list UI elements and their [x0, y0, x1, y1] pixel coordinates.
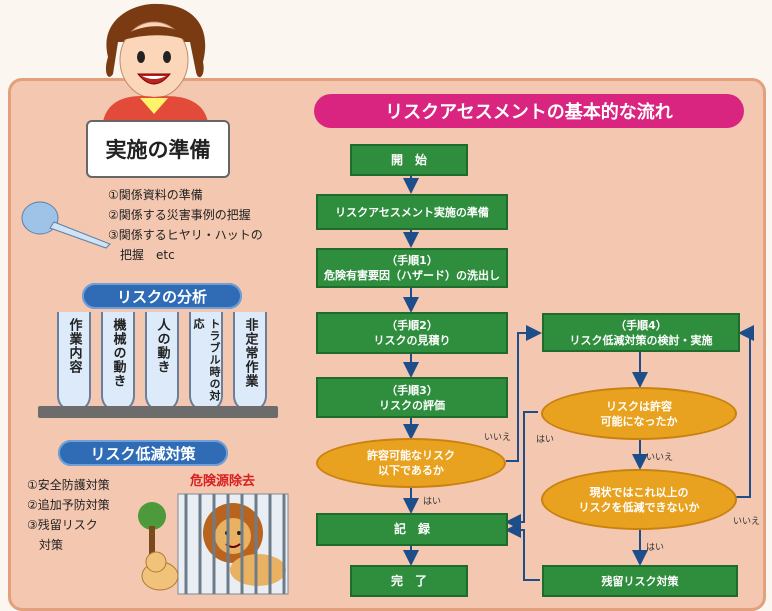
tube-label: 作業内容	[66, 318, 82, 374]
risk-analysis-heading: リスクの分析	[82, 283, 242, 309]
flow-title-text: リスクアセスメントの基本的な流れ	[385, 102, 673, 123]
flow-end-label: 完 了	[390, 573, 427, 588]
flow-preparation: リスクアセスメント実施の準備	[316, 194, 508, 230]
reduction-item: ②追加予防対策	[27, 498, 110, 512]
step3-text: リスクの評価	[379, 398, 445, 412]
label-no-decision2: いいえ	[646, 453, 674, 463]
tube-machine-motion: 機械の動き	[101, 312, 135, 412]
flow-record-label: 記 録	[393, 522, 430, 536]
flow-step1: （手順1） 危険有害要因（ハザード）の洗出し	[316, 248, 508, 288]
risk-analysis-label: リスクの分析	[116, 287, 207, 306]
reduction-item: ③残留リスク	[27, 518, 98, 532]
tube-irregular-work: 非定常作業	[233, 312, 267, 412]
reduction-list: ①安全防護対策 ②追加予防対策 ③残留リスク 対策	[27, 475, 110, 555]
decision1-line1: 許容可能なリスク	[367, 449, 455, 462]
dropper-icon	[21, 201, 111, 249]
flow-decision1: 許容可能なリスク以下であるか	[316, 438, 506, 488]
risk-reduction-label: リスク低減対策	[90, 444, 196, 463]
step1-text: 危険有害要因（ハザード）の洗出し	[324, 269, 500, 282]
prep-item: ②関係する災害事例の把握	[108, 208, 251, 222]
flow-preparation-label: リスクアセスメント実施の準備	[335, 205, 489, 219]
risk-reduction-heading: リスク低減対策	[58, 440, 228, 466]
flow-decision2: リスクは許容可能になったか	[541, 387, 737, 440]
flow-residual: 残留リスク対策	[542, 565, 738, 597]
flow-residual-label: 残留リスク対策	[601, 574, 679, 588]
step4-heading: （手順4）	[615, 318, 667, 332]
tube-label: 機械の動き	[110, 318, 126, 388]
preparation-list: ①関係資料の準備 ②関係する災害事例の把握 ③関係するヒヤリ・ハットの 把握 e…	[108, 185, 263, 265]
label-yes-decision3: はい	[646, 543, 665, 553]
label-no-decision3: いいえ	[733, 517, 761, 527]
prep-item: ①関係資料の準備	[108, 188, 203, 202]
reduction-item: ①安全防護対策	[27, 478, 110, 492]
lion-cage-illustration	[138, 493, 289, 595]
flow-decision3: 現状ではこれ以上のリスクを低減できないか	[541, 469, 737, 530]
step3-heading: （手順3）	[386, 383, 438, 397]
tube-rack-shelf	[38, 406, 278, 418]
decision3-line1: 現状ではこれ以上の	[589, 485, 689, 499]
decision2-line2: 可能になったか	[600, 414, 678, 428]
flow-record: 記 録	[316, 513, 508, 546]
tube-label: トラブル時の対応	[192, 318, 221, 402]
hazard-removal-label: 危険源除去	[190, 474, 256, 489]
flow-start: 開 始	[350, 144, 468, 176]
label-yes-decision1: はい	[423, 497, 442, 507]
character-illustration	[103, 3, 208, 122]
decision3-line2: リスクを低減できないか	[578, 500, 700, 514]
tube-label: 人の動き	[154, 318, 170, 374]
flow-start-label: 開 始	[390, 152, 427, 167]
decision1-line2: 以下であるか	[378, 464, 444, 477]
flow-end: 完 了	[350, 565, 468, 597]
step2-text: リスクの見積り	[373, 334, 451, 347]
tube-human-motion: 人の動き	[145, 312, 179, 412]
step2-heading: （手順2）	[386, 319, 438, 332]
label-yes-decision2: はい	[536, 435, 555, 445]
prep-item: 把握 etc	[108, 248, 175, 262]
flow-step4: （手順4）リスク低減対策の検討・実施	[542, 313, 740, 352]
preparation-title: 実施の準備	[105, 138, 211, 162]
flow-step3: （手順3）リスクの評価	[316, 377, 508, 418]
reduction-item: 対策	[27, 538, 64, 552]
step4-text: リスク低減対策の検討・実施	[569, 333, 713, 347]
tube-trouble-response: トラブル時の対応	[189, 312, 223, 412]
preparation-sign: 実施の準備	[86, 120, 230, 178]
step1-heading: （手順1）	[386, 254, 438, 267]
decision2-line1: リスクは許容	[606, 399, 672, 413]
tube-label: 非定常作業	[242, 318, 258, 388]
flow-title: リスクアセスメントの基本的な流れ	[314, 94, 744, 128]
flow-step2: （手順2） リスクの見積り	[316, 312, 508, 354]
label-no-decision1: いいえ	[484, 433, 512, 443]
prep-item: ③関係するヒヤリ・ハットの	[108, 228, 263, 242]
